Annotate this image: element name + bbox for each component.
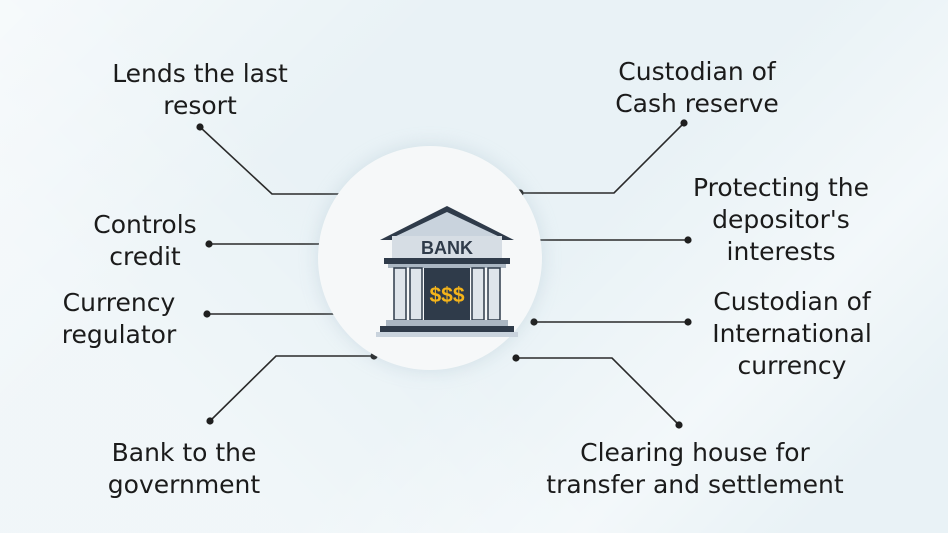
label-line: interests (726, 237, 836, 266)
label-line: Controls (93, 210, 197, 239)
label-line: credit (109, 242, 181, 271)
money-symbols: $$$ (429, 284, 464, 307)
label-line: transfer and settlement (546, 470, 844, 499)
bank-building-icon: BANK $$$ (376, 206, 518, 337)
label-currency-regulator: Currency regulator (44, 287, 194, 351)
connector-bank-to-government (209, 355, 374, 422)
label-line: regulator (61, 320, 177, 349)
label-line: Currency (62, 288, 176, 317)
label-line: Custodian of (618, 57, 776, 86)
label-line: Cash reserve (615, 89, 779, 118)
label-line: resort (163, 91, 237, 120)
label-line: Clearing house for (580, 438, 810, 467)
label-line: government (107, 470, 261, 499)
label-line: Bank to the (111, 438, 257, 467)
label-line: currency (737, 351, 847, 380)
label-clearing-house: Clearing house for transfer and settleme… (512, 437, 878, 501)
label-line: depositor's (712, 205, 850, 234)
label-custodian-cash-reserve: Custodian of Cash reserve (592, 56, 802, 120)
connector-cash-reserve (520, 122, 685, 194)
label-line: Protecting the (692, 173, 870, 202)
connector-clearing-house (516, 357, 680, 426)
label-lender-of-last-resort: Lends the last resort (88, 58, 312, 122)
label-line: Custodian of (713, 287, 871, 316)
label-line: Lends the last (112, 59, 288, 88)
label-controls-credit: Controls credit (70, 209, 220, 273)
bank-sign-text: BANK (421, 238, 473, 258)
label-protecting-depositors: Protecting the depositor's interests (670, 172, 892, 268)
label-line: International (712, 319, 872, 348)
label-custodian-international-currency: Custodian of International currency (686, 286, 898, 382)
label-bank-to-government: Bank to the government (78, 437, 290, 501)
connector-lender-of-last-resort (199, 126, 368, 195)
